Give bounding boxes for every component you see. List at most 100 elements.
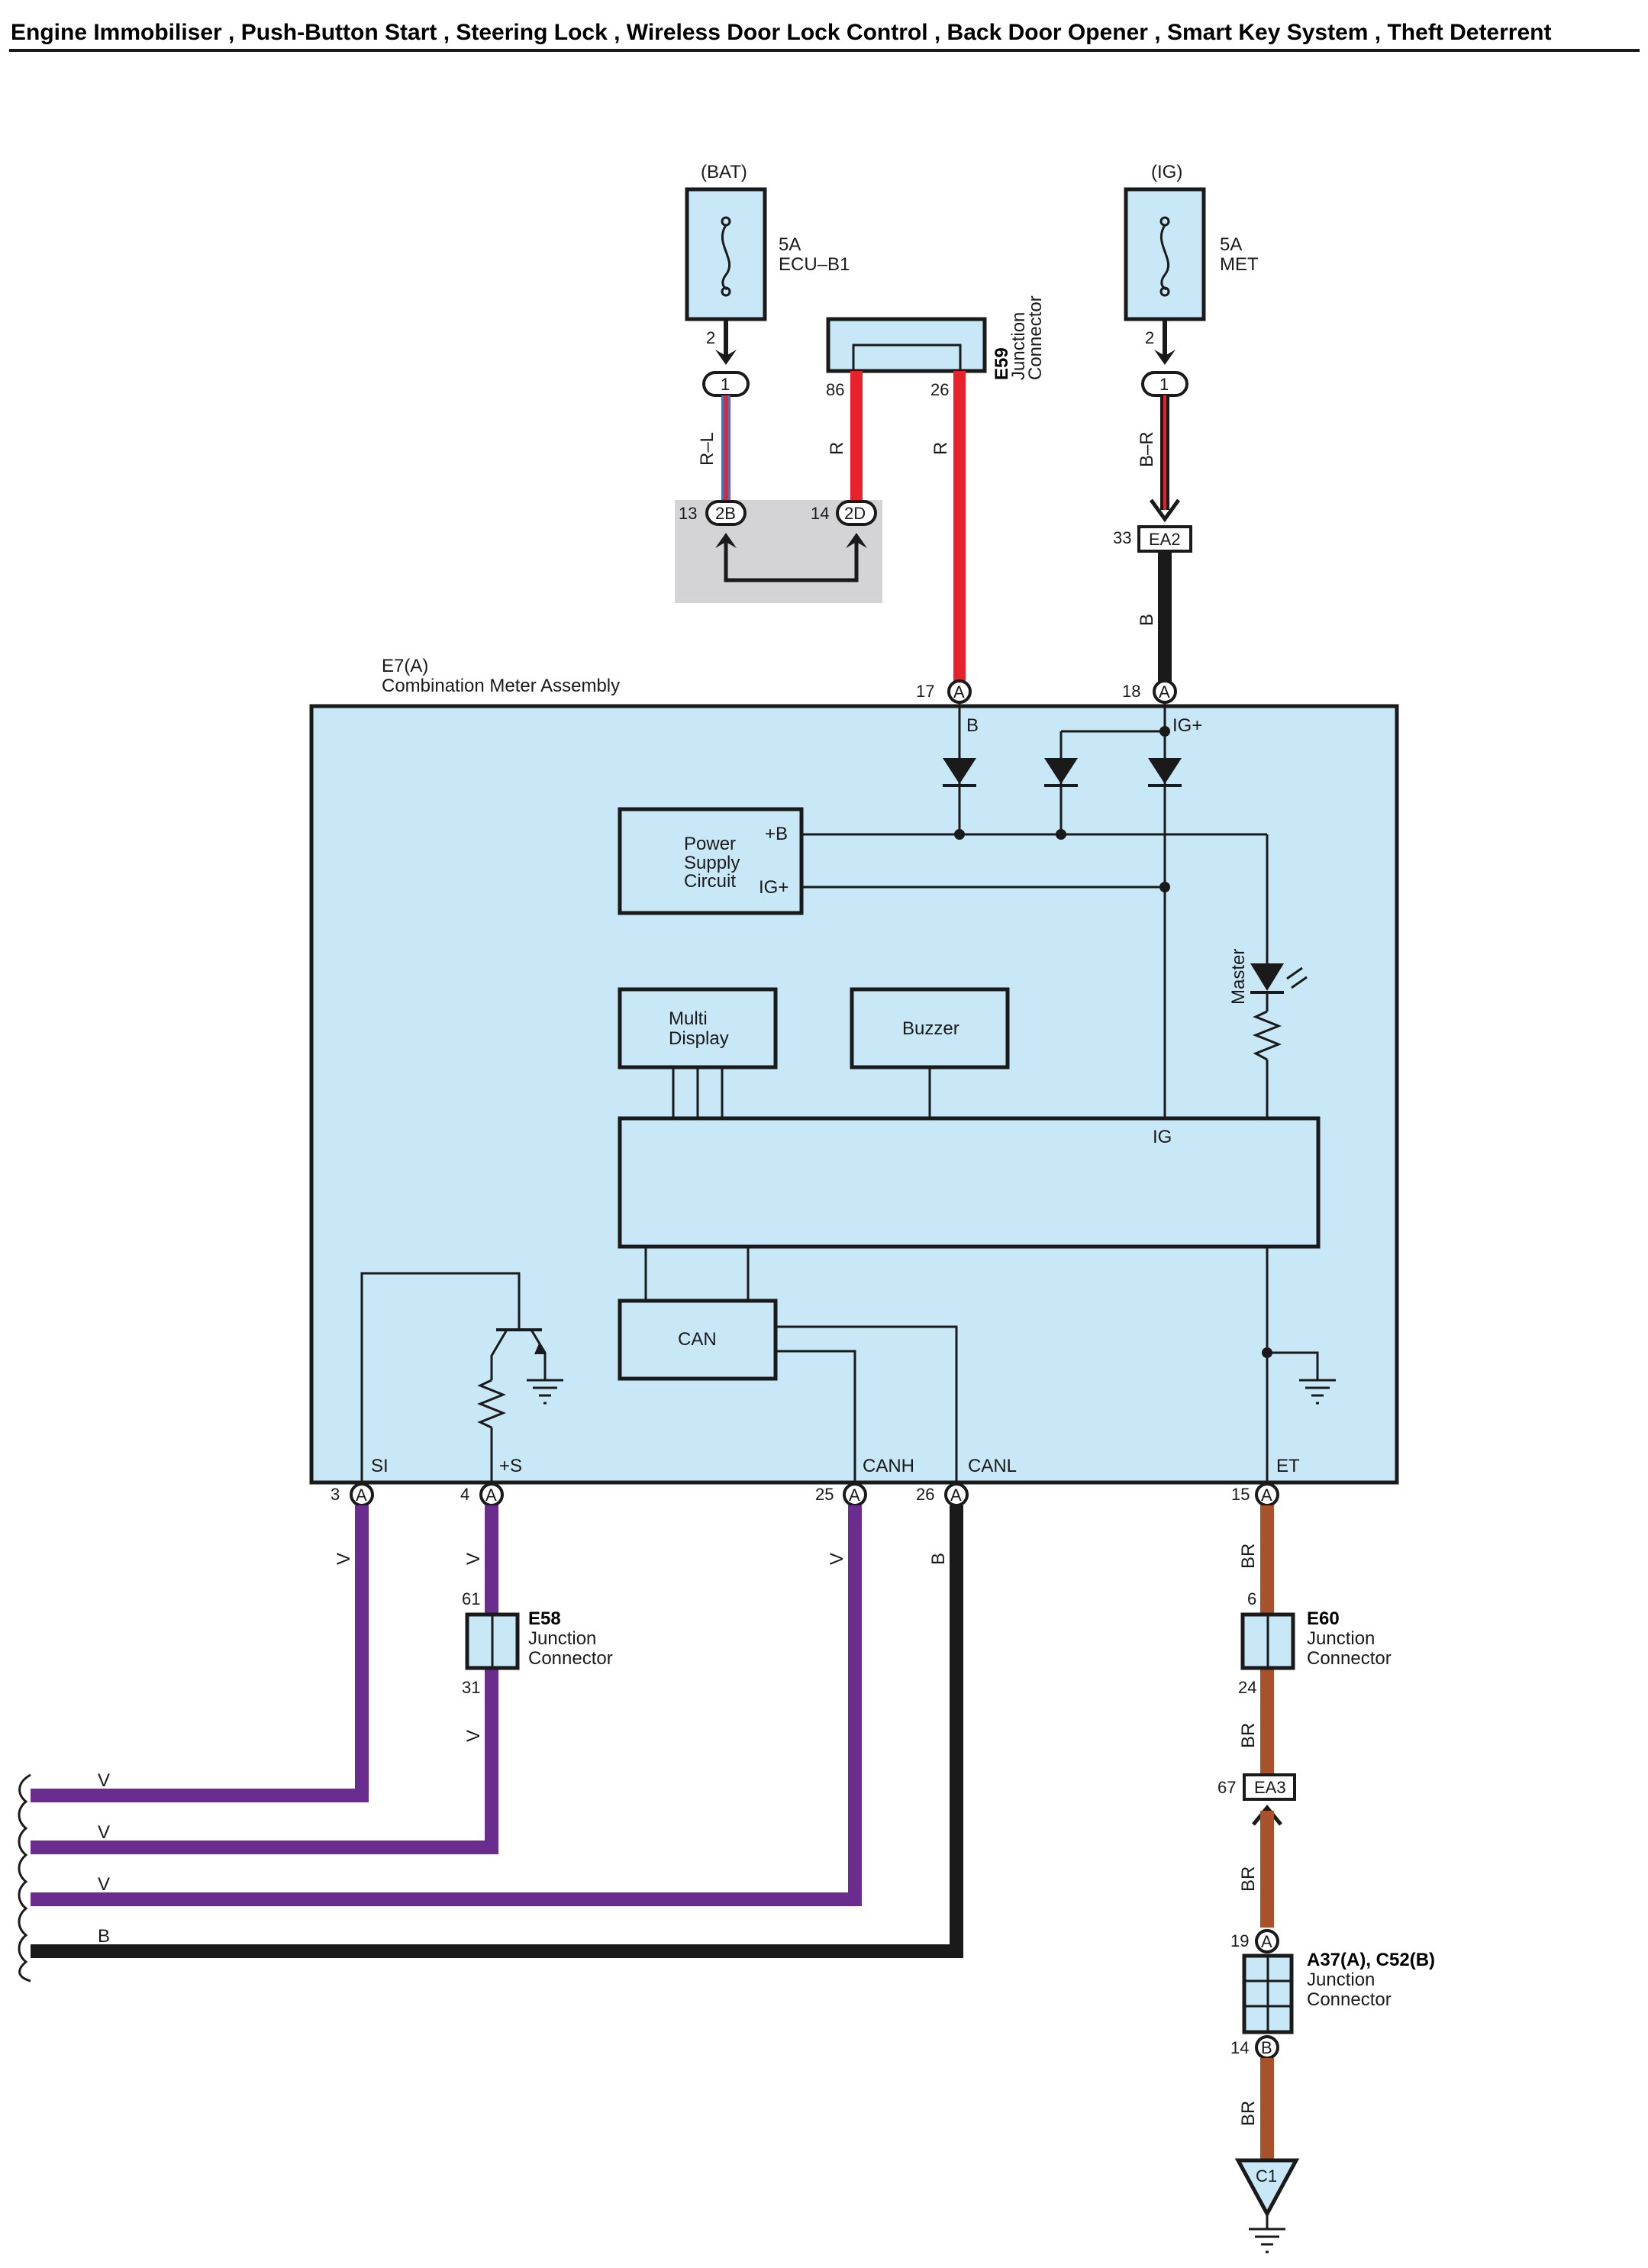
fuse-rating-ecu-b1: 5A <box>779 234 801 255</box>
fuse-pin-ecu-b1: 2 <box>706 328 715 347</box>
ea2-box <box>1137 525 1192 553</box>
meter-pin17-num: 17 <box>916 682 934 701</box>
wire-label-b-ea2: B <box>1137 614 1157 626</box>
multi-display-line1: Multi <box>669 1008 708 1029</box>
a37-junction-connector: 19 A 14 B A37(A), C52(B) Junction Connec… <box>1230 1929 1435 2160</box>
power-supply-line3: Circuit <box>684 871 736 892</box>
pin-conn-26: A <box>950 1486 962 1505</box>
left-wire-label-1: V <box>98 1770 110 1791</box>
left-wire-labels: V V V B <box>18 1770 110 1982</box>
fuse-name-ecu-b1: ECU–B1 <box>779 254 850 275</box>
plus-s-resistor-icon <box>476 1379 507 1429</box>
ea3-connector: 67 EA3 BR <box>1217 1773 1296 1928</box>
pin-num-15: 15 <box>1231 1485 1250 1504</box>
wire-label-plus-s: V <box>463 1553 484 1565</box>
pin-name-canl: CANL <box>968 1456 1017 1476</box>
power-supply-circuit <box>618 807 804 915</box>
meter-code: E7(A) <box>382 656 428 676</box>
fuse-name-met: MET <box>1220 254 1259 275</box>
e59-pin-26: 26 <box>930 380 949 399</box>
pin-name-et: ET <box>1276 1456 1300 1476</box>
diodes <box>943 702 1182 1126</box>
e59-pin-86: 86 <box>826 380 844 399</box>
buzzer-label: Buzzer <box>902 1018 959 1039</box>
a37-conn-bottom: B <box>1261 2038 1272 2057</box>
splice-pin-13: 13 <box>679 504 697 523</box>
master-resistor-icon <box>1252 1010 1282 1061</box>
left-wire-label-3: V <box>98 1874 110 1895</box>
power-supply-line2: Supply <box>684 853 740 873</box>
wire-r-l: R–L <box>697 395 730 504</box>
wire-canh: V <box>31 1505 862 1906</box>
can-block <box>618 1299 778 1381</box>
wire-label-si: V <box>334 1553 354 1565</box>
wire-b-r: B–R <box>1137 395 1181 523</box>
conn-2d <box>836 500 877 526</box>
pin-num-4: 4 <box>460 1485 469 1504</box>
wire-label-et: BR <box>1238 1544 1259 1569</box>
pin-conn-4: A <box>485 1486 497 1505</box>
ea2-pin: 33 <box>1113 528 1131 547</box>
e59-junction-connector: E59 Junction Connector 86 26 <box>826 295 1046 399</box>
fuse-met: (IG) 5A MET 2 1 <box>1124 162 1259 397</box>
wire-label-r-l: R–L <box>697 432 718 466</box>
pin-conn-15: A <box>1261 1486 1272 1505</box>
e59-desc2: Connector <box>1025 295 1046 380</box>
e58-desc1: Junction <box>528 1628 596 1649</box>
pin-conn-25: A <box>849 1486 860 1505</box>
master-led-icon <box>1250 963 1284 991</box>
meter-pin17-name: B <box>966 715 979 736</box>
main-block-ig: IG <box>1153 1127 1172 1147</box>
e60-junction-connector: 6 24 E60 Junction Connector <box>1238 1589 1392 1697</box>
e59-desc1: Junction <box>1008 312 1029 380</box>
splice-2b-2d: 13 2B 14 2D <box>675 500 882 603</box>
multi-display <box>618 987 778 1069</box>
bottom-pins: 3 A 4 A 25 A 26 A 15 A <box>331 1482 1279 1507</box>
wire-label-r-86: R <box>827 442 847 455</box>
wire-label-b-r: B–R <box>1137 431 1157 467</box>
ea2-connector: 33 EA2 <box>1113 525 1192 553</box>
wire-r-86: R <box>827 371 863 504</box>
master-label: Master <box>1228 949 1249 1005</box>
power-supply-ig-plus: IG+ <box>759 877 789 898</box>
wire-label-ea3-below: BR <box>1238 1866 1259 1892</box>
buzzer <box>850 987 1010 1069</box>
a37-pin-top: 19 <box>1230 1931 1249 1950</box>
wire-b-ea2: B <box>1137 551 1172 683</box>
pin-name-plus-s: +S <box>499 1456 522 1476</box>
wire-label-e60-below: BR <box>1238 1723 1259 1748</box>
conn-1-label-met: 1 <box>1159 375 1169 394</box>
pin-name-canh: CANH <box>863 1456 914 1476</box>
a37-desc1: Junction <box>1307 1970 1375 1990</box>
meter-name: Combination Meter Assembly <box>382 676 620 696</box>
meter-main-block <box>618 1116 1321 1249</box>
e60-code: E60 <box>1307 1608 1340 1629</box>
ground-icon-transistor <box>527 1379 563 1405</box>
e58-code: E58 <box>528 1608 561 1629</box>
e59-code: E59 <box>992 347 1012 380</box>
wire-si: V <box>31 1505 369 1802</box>
wire-break-icon <box>18 1773 31 1982</box>
wire-label-r-26: R <box>930 442 951 455</box>
wire-label-e58-below: V <box>463 1730 484 1742</box>
combination-meter: E7(A) Combination Meter Assembly 17 A B … <box>309 656 1399 1485</box>
meter-pin17-conn-label: A <box>953 682 965 702</box>
a37-code: A37(A), C52(B) <box>1307 1950 1435 1970</box>
e60-pin-bottom: 24 <box>1238 1678 1256 1697</box>
master-indicator: Master <box>1228 949 1308 1118</box>
e58-desc2: Connector <box>528 1648 613 1669</box>
ea3-box <box>1243 1773 1296 1801</box>
e60-desc1: Junction <box>1307 1628 1375 1649</box>
wire-plus-s: V V <box>31 1505 498 1854</box>
ground-c1-label: C1 <box>1256 2166 1277 2186</box>
ground-c1-triangle <box>1234 2158 1300 2218</box>
pin-num-26: 26 <box>916 1485 934 1504</box>
a37-desc2: Connector <box>1307 1989 1392 2010</box>
splice-pin-14: 14 <box>811 504 829 523</box>
conn-2b <box>705 500 747 526</box>
page-title: Engine Immobiliser , Push-Button Start ,… <box>11 20 1551 45</box>
wire-label-a37-below: BR <box>1238 2101 1259 2126</box>
pin-name-si: SI <box>371 1456 389 1476</box>
e60-desc2: Connector <box>1307 1648 1392 1669</box>
